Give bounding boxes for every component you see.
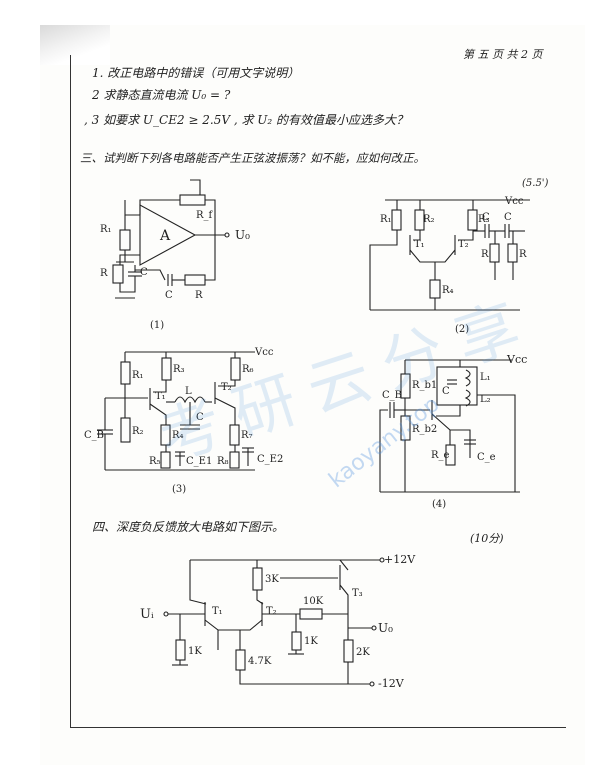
c5-label-uo: U₀ xyxy=(378,621,393,635)
c2-label-r-a: R xyxy=(481,249,489,260)
page-fold-corner xyxy=(40,25,110,65)
c3-label-r3: R₃ xyxy=(173,364,185,375)
c3-label-t1: T₁ xyxy=(155,391,166,402)
c5-label-2k: 2K xyxy=(356,647,370,658)
c5-label-3k: 3K xyxy=(265,574,279,585)
c3-label-t2: T₂ xyxy=(221,382,232,393)
c3-label-ce1: C_E1 xyxy=(186,456,212,467)
c3-label-r7: R₇ xyxy=(241,430,253,441)
c5-label-1k-b: 1K xyxy=(304,636,318,647)
circuit-1: R₁ R_f A U₀ R C C R (1) xyxy=(100,179,250,331)
c3-label-ce2: C_E2 xyxy=(257,454,283,465)
c1-label-r: R xyxy=(100,268,108,279)
c4-label-re: R_e xyxy=(431,450,450,461)
c5-label-4-7k: 4.7K xyxy=(248,656,272,667)
circuit-3: Vcc R₁ R₃ R₆ T₁ T₂ L C C_B R₂ R₄ R₇ R₅ C… xyxy=(84,347,283,495)
c3-label-r1: R₁ xyxy=(132,370,144,381)
circuit-4: Vcc L₁ C L₂ C_B R_b1 R_b2 R_e C_e (4) xyxy=(379,353,527,510)
c3-label-r2: R₂ xyxy=(132,426,144,437)
c4-caption: (4) xyxy=(432,499,446,510)
c1-caption: (1) xyxy=(150,320,164,331)
circuit-2: Vcc R₁ R₂ R₃ T₁ T₂ C C R R R₄ (2) xyxy=(369,196,530,335)
c2-label-t2: T₂ xyxy=(458,239,469,250)
c1-label-r1: R₁ xyxy=(100,224,112,235)
c3-label-c: C xyxy=(196,412,204,423)
content-frame xyxy=(70,55,566,728)
c2-label-t1: T₁ xyxy=(414,239,425,250)
c4-label-l1: L₁ xyxy=(480,372,491,383)
c1-label-c-series: C xyxy=(165,290,173,301)
c1-label-uo: U₀ xyxy=(235,228,250,242)
c5-label-vplus: +12V xyxy=(384,553,416,566)
c3-label-r4: R₄ xyxy=(172,430,184,441)
c2-label-r2: R₂ xyxy=(423,214,435,225)
c5-label-t2: T₂ xyxy=(266,606,277,617)
c1-label-r-series: R xyxy=(195,290,203,301)
c5-label-10k: 10K xyxy=(303,596,324,607)
question-line-1: 1. 改正电路中的错误（可用文字说明） xyxy=(92,66,300,80)
page-number: 第 五 页 共 2 页 xyxy=(463,48,543,61)
c2-label-vcc: Vcc xyxy=(504,196,524,207)
c5-label-ui: Uᵢ xyxy=(140,607,154,622)
c4-label-cb: C_B xyxy=(382,390,402,401)
c5-label-vminus: -12V xyxy=(378,677,405,690)
question-line-3: , 3 如要求 U_CE2 ≥ 2.5V , 求 U₂ 的有效值最小应选多大？ xyxy=(84,113,409,127)
section-4-heading: 四、深度负反馈放大电路如下图示。 xyxy=(92,520,285,534)
c2-label-r1: R₁ xyxy=(380,214,392,225)
c3-label-vcc: Vcc xyxy=(254,347,274,358)
c1-label-c-shunt: C xyxy=(140,267,148,278)
c3-label-r5: R₅ xyxy=(149,456,161,467)
c3-caption: (3) xyxy=(172,484,186,495)
c4-label-c: C xyxy=(442,386,450,397)
section-3-heading: 三、试判断下列各电路能否产生正弦波振荡？如不能，应如何改正。 xyxy=(80,151,425,165)
c2-caption: (2) xyxy=(455,324,469,335)
c2-label-c1: C xyxy=(482,212,490,223)
c3-label-r6: R₆ xyxy=(242,364,254,375)
c4-label-rb1: R_b1 xyxy=(412,380,437,391)
c4-label-rb2: R_b2 xyxy=(412,424,437,435)
circuit-5: +12V 3K T₃ Uᵢ T₁ T₂ 10K U₀ 1K 1K 2K 4.7K… xyxy=(140,553,416,690)
c5-label-1k-a: 1K xyxy=(188,646,202,657)
section-3-score: (5.5') xyxy=(522,178,549,189)
c3-label-r8: R₈ xyxy=(217,456,229,467)
c3-label-cb: C_B xyxy=(84,430,104,441)
c5-label-t3: T₃ xyxy=(352,588,363,599)
c4-label-l2: L₂ xyxy=(480,394,491,405)
c2-label-r4: R₄ xyxy=(442,285,454,296)
c2-label-c2: C xyxy=(504,212,512,223)
question-line-2: 2 求静态直流电流 U₀ = ? xyxy=(92,88,231,102)
c1-label-a: A xyxy=(159,228,171,244)
c5-label-t1: T₁ xyxy=(212,606,223,617)
c3-label-l: L xyxy=(185,386,192,397)
c4-label-ce: C_e xyxy=(477,452,496,463)
section-4-score: (10分) xyxy=(470,532,504,545)
c2-label-r3: R₃ xyxy=(478,214,490,225)
c4-label-vcc: Vcc xyxy=(506,353,527,366)
c2-label-r-b: R xyxy=(519,249,527,260)
c1-label-rf: R_f xyxy=(196,210,214,221)
